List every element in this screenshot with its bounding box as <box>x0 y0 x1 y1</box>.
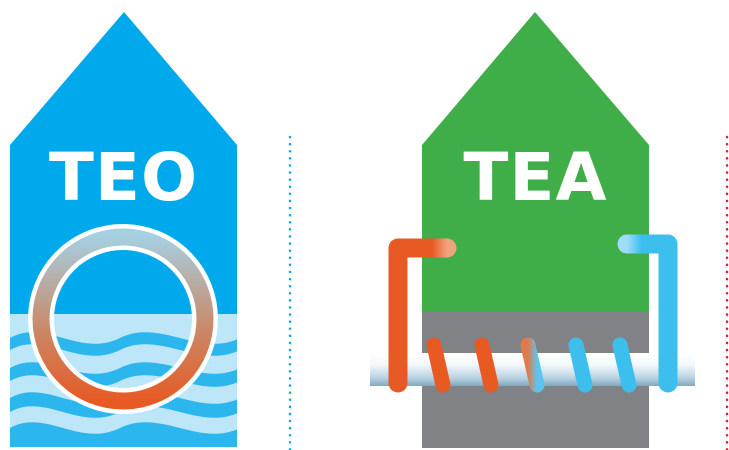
tea-body-lower <box>422 386 649 448</box>
tea-house-roof <box>422 12 649 312</box>
tea-cold-pipe <box>617 234 678 393</box>
coil-hot-1 <box>426 337 451 393</box>
coil-cold-1 <box>568 337 593 393</box>
coil-hot-2 <box>474 337 499 393</box>
coil-cold-2 <box>612 337 637 393</box>
teo-house <box>10 12 237 447</box>
teo-label: TEO <box>48 139 199 216</box>
coil-mid <box>520 337 545 393</box>
tea-label: TEA <box>463 139 608 216</box>
tea-hot-pipe <box>388 238 457 393</box>
tea-house <box>370 12 695 448</box>
teo-ring <box>32 228 214 410</box>
tea-coils <box>426 337 637 393</box>
